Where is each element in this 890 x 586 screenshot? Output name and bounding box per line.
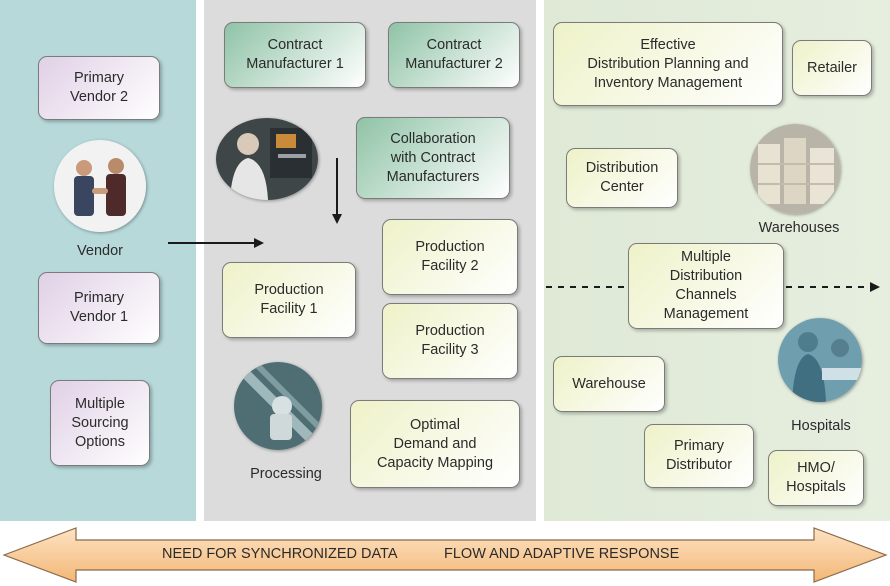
hospitals-label: Hospitals — [791, 418, 851, 434]
retailer-box: Retailer — [792, 40, 872, 96]
vendor-label: Vendor — [77, 243, 123, 259]
lab-worker-photo — [216, 118, 318, 200]
production-facility-2-box: Production Facility 2 — [382, 219, 518, 295]
multiple-sourcing-box: Multiple Sourcing Options — [50, 380, 150, 466]
multiple-channels-box: Multiple Distribution Channels Managemen… — [628, 243, 784, 329]
production-facility-1-box: Production Facility 1 — [222, 262, 356, 338]
hospitals-photo — [778, 318, 862, 402]
collaboration-box: Collaboration with Contract Manufacturer… — [356, 117, 510, 199]
banner-text-left: NEED FOR SYNCHRONIZED DATA — [162, 546, 398, 562]
processing-label: Processing — [250, 466, 322, 482]
contract-manufacturer-2-box: Contract Manufacturer 2 — [388, 22, 520, 88]
hmo-hospitals-box: HMO/ Hospitals — [768, 450, 864, 506]
effective-distribution-box: Effective Distribution Planning and Inve… — [553, 22, 783, 106]
production-facility-3-box: Production Facility 3 — [382, 303, 518, 379]
warehouse-box: Warehouse — [553, 356, 665, 412]
warehouses-label: Warehouses — [758, 220, 840, 236]
primary-distributor-box: Primary Distributor — [644, 424, 754, 488]
primary-vendor-2-box: Primary Vendor 2 — [38, 56, 160, 120]
warehouses-photo — [750, 124, 840, 214]
primary-vendor-1-box: Primary Vendor 1 — [38, 272, 160, 344]
banner-text-right: FLOW AND ADAPTIVE RESPONSE — [444, 546, 680, 562]
distribution-center-box: Distribution Center — [566, 148, 678, 208]
processing-photo — [234, 362, 322, 450]
contract-manufacturer-1-box: Contract Manufacturer 1 — [224, 22, 366, 88]
optimal-demand-box: Optimal Demand and Capacity Mapping — [350, 400, 520, 488]
handshake-photo — [54, 140, 146, 232]
